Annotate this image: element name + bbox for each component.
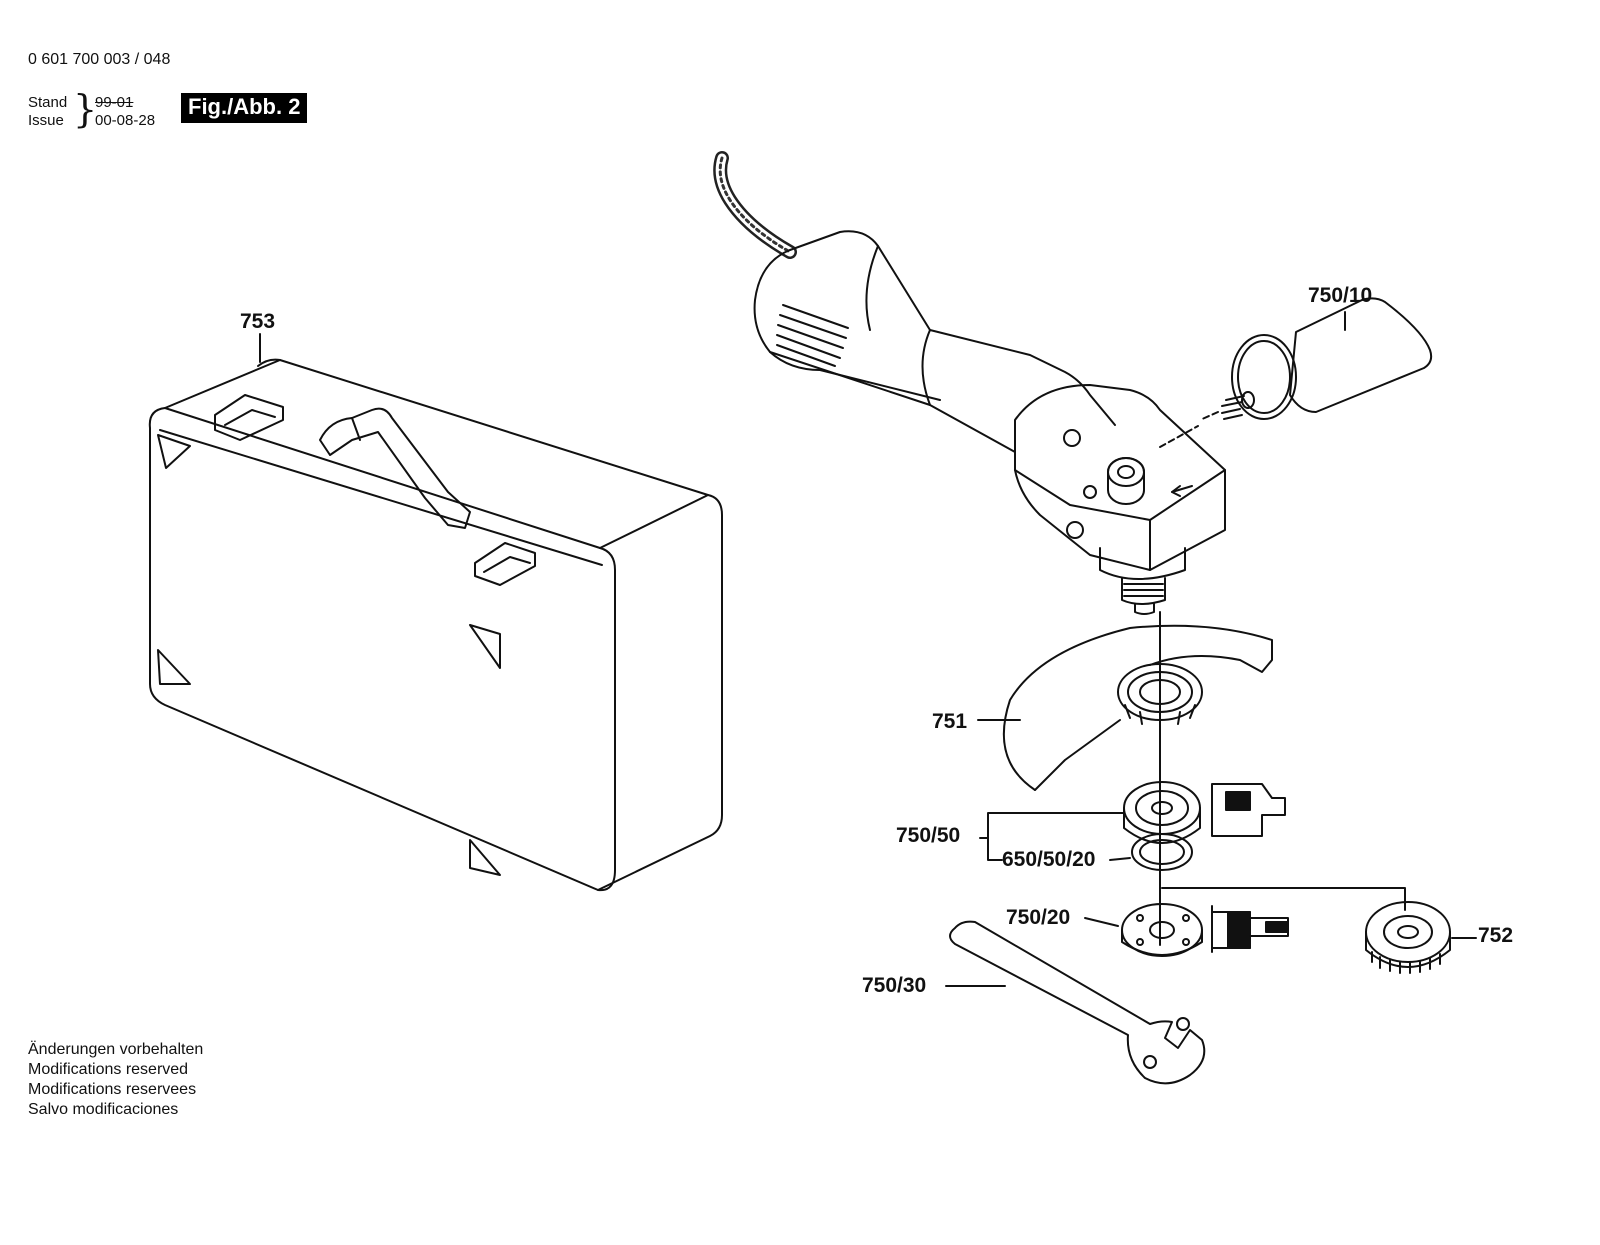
stand-label: Stand [28,94,68,111]
carrying-case [148,358,723,892]
part-label-751: 751 [932,710,967,733]
issue-label: Issue [28,112,64,129]
flange-set [1123,781,1286,871]
issue-date: 00-08-28 [95,112,156,129]
part-label-750-30: 750/30 [862,974,926,997]
part-label-750-10: 750/10 [1308,284,1372,307]
notice-line: Änderungen vorbehalten [28,1041,204,1058]
mounting-flange [1121,903,1289,957]
clamping-nut [1161,887,1451,974]
bracket-750-50 [979,812,1125,861]
part-label-650-50-20: 650/50/20 [1002,848,1095,871]
notice-line: Salvo modificaciones [28,1101,179,1118]
modifications-notice: Änderungen vorbehalten Modifications res… [28,1040,203,1120]
two-pin-spanner [949,920,1206,1085]
leader-650-50-20 [1109,857,1131,861]
part-label-753: 753 [240,310,275,333]
part-label-750-20: 750/20 [1006,906,1070,929]
leader-750-20 [1084,917,1119,927]
brace-glyph: } [73,87,98,131]
wheel-guard [1002,624,1273,791]
side-handle [1199,297,1433,421]
notice-line: Modifications reservees [28,1081,197,1098]
handle-axis-line [1159,425,1199,448]
figure-label: Fig./Abb. 2 [181,93,308,124]
part-label-752: 752 [1478,924,1513,947]
document-number: 0 601 700 003 / 048 [28,51,171,68]
revision-block: Stand Issue } 99-01 00-08-28 [28,87,178,132]
notice-line: Modifications reserved [28,1061,189,1078]
stand-old-value: 99-01 [95,94,134,111]
part-label-750-50: 750/50 [896,824,960,847]
angle-grinder [713,151,1226,615]
